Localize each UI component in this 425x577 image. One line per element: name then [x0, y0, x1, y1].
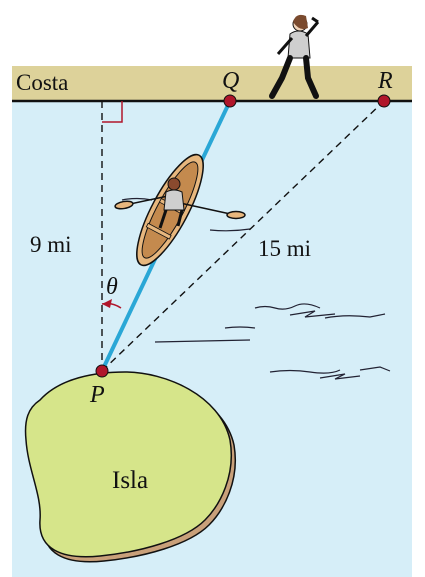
shore-strip	[12, 66, 412, 100]
island-label: Isla	[112, 467, 148, 494]
walking-person	[269, 14, 320, 99]
angle-theta-arrowhead	[102, 299, 112, 308]
point-q-marker	[223, 94, 237, 108]
point-r-label: R	[377, 68, 393, 94]
shore-label: Costa	[16, 70, 68, 95]
distance-15mi-label: 15 mi	[258, 236, 311, 261]
distance-pr-line	[101, 100, 385, 372]
rower	[158, 177, 185, 229]
angle-theta-label: θ	[106, 274, 118, 300]
point-q-label: Q	[222, 68, 239, 94]
oars	[114, 195, 246, 220]
distance-9mi-label: 9 mi	[30, 232, 72, 257]
point-p-marker	[95, 364, 109, 378]
island	[24, 371, 236, 563]
point-r-marker	[377, 94, 391, 108]
right-angle-marker	[102, 101, 123, 123]
point-p-label: P	[89, 382, 105, 408]
